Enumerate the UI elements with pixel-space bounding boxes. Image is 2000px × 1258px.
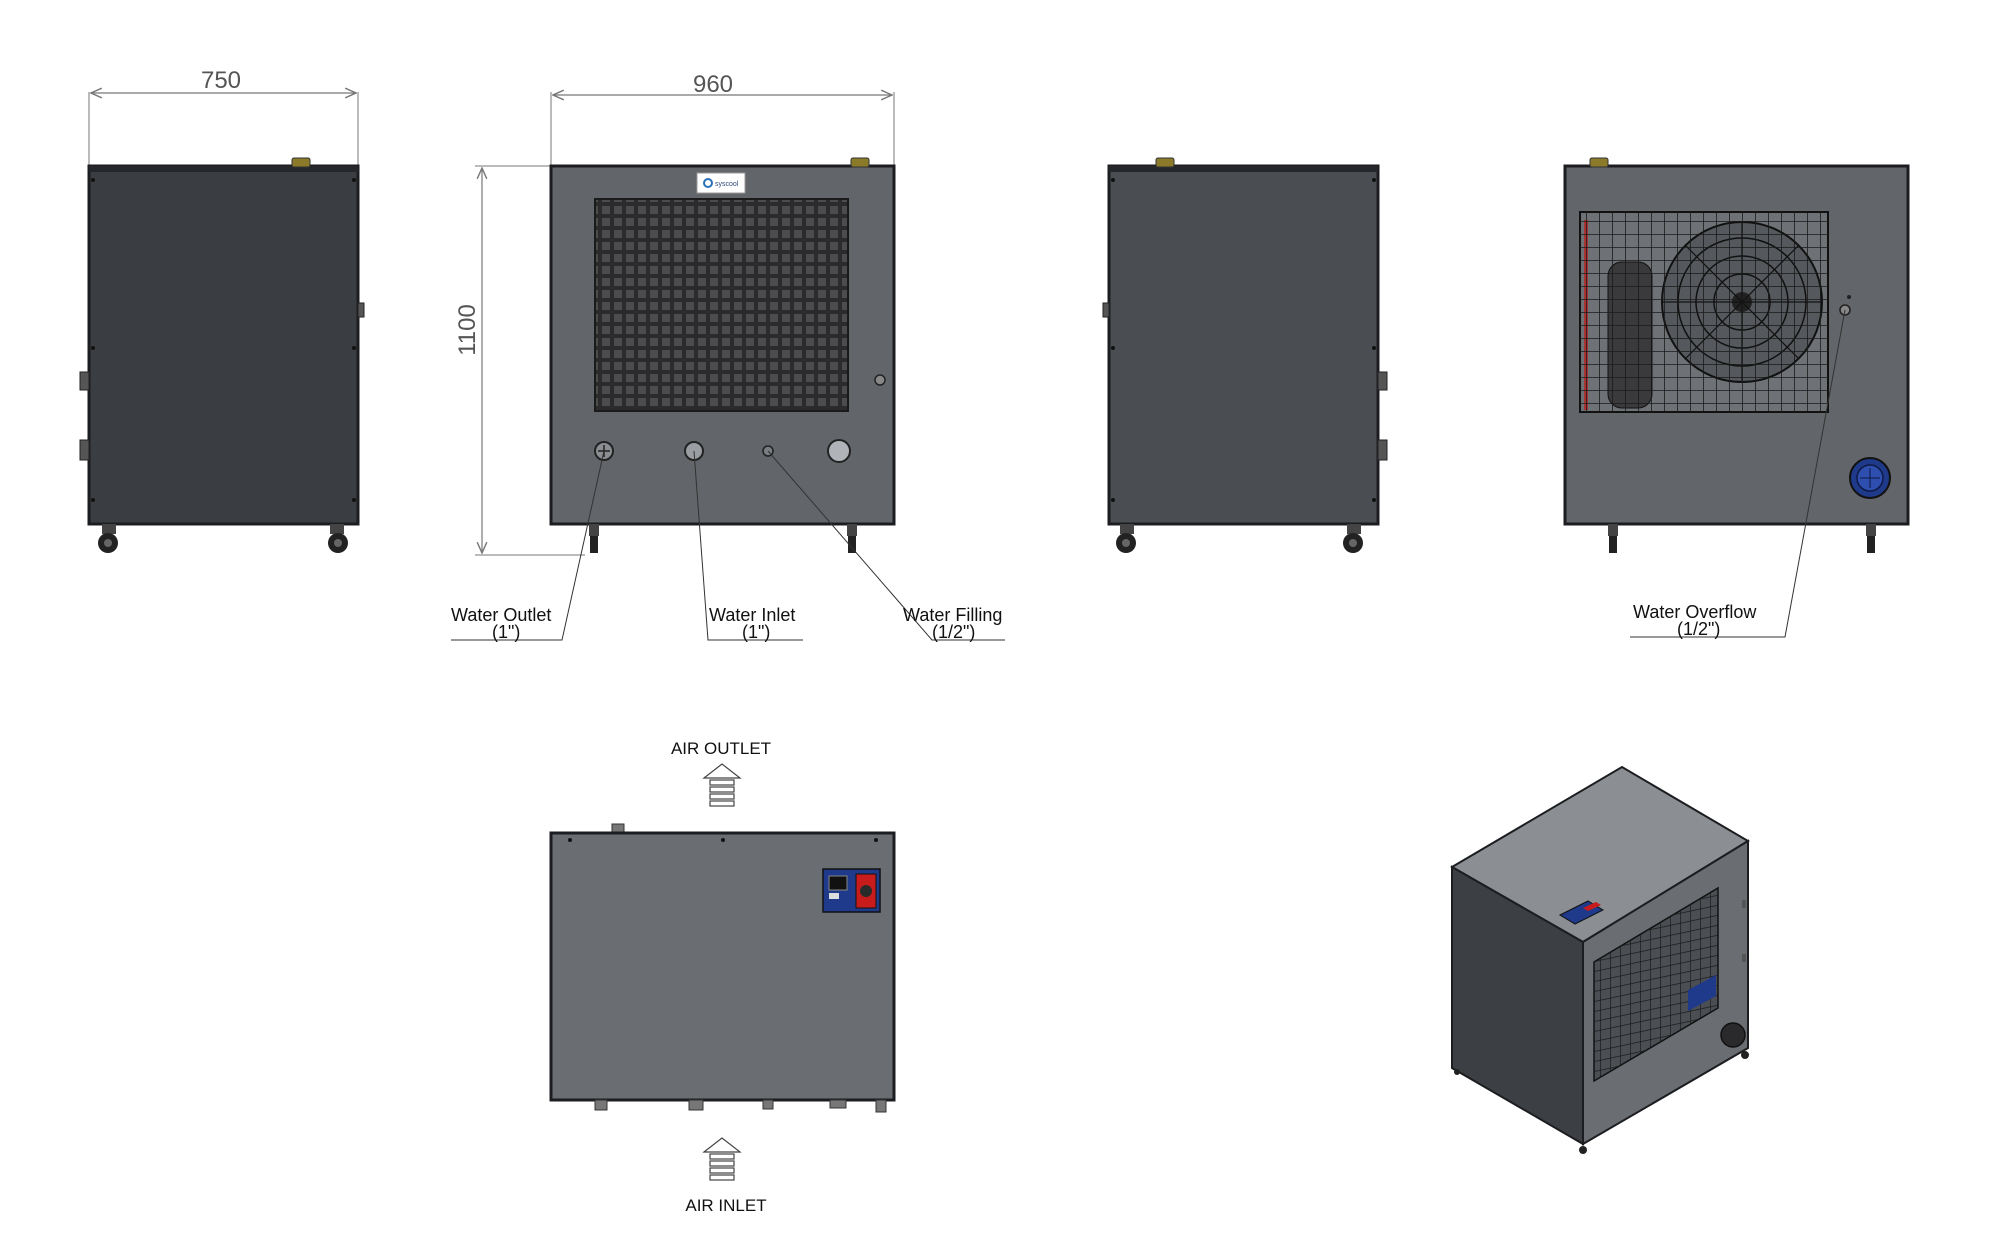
leader-water-overflow	[1630, 309, 1846, 638]
bottom-fitting	[762, 1099, 774, 1110]
dim-height: 1100	[454, 304, 481, 356]
air-inlet-label: AIR INLET	[685, 1196, 766, 1215]
side-view-right	[1102, 157, 1388, 553]
air-outlet-arrow-icon	[702, 763, 742, 807]
side-panel	[1107, 164, 1380, 526]
air-grille	[594, 198, 849, 412]
caster-wheel	[1454, 1069, 1460, 1075]
dim-front-width: 960	[693, 71, 733, 98]
caster-wheel	[1343, 524, 1363, 553]
screw	[1111, 178, 1115, 182]
iso-grid	[1594, 888, 1718, 1081]
callout-water-filling-label: Water Filling	[903, 605, 1002, 625]
iso-power-inlet-icon	[1720, 1022, 1746, 1048]
screw	[1372, 178, 1376, 182]
bottom-fitting	[829, 1099, 847, 1109]
isometric-view	[1450, 765, 1750, 1154]
iso-fitting	[1742, 900, 1746, 908]
caster-wheel	[1116, 524, 1136, 553]
side-fitting	[79, 439, 90, 461]
air-inlet-arrow-icon	[702, 1137, 742, 1181]
side-fitting	[1377, 371, 1388, 391]
side-fitting	[357, 302, 365, 318]
drain-port	[827, 439, 851, 463]
control-panel	[822, 868, 881, 913]
fill-cap	[291, 157, 311, 168]
rear-guard-grid	[1580, 212, 1828, 412]
leader-water-outlet	[451, 450, 605, 641]
brand-logo-icon	[703, 178, 713, 188]
side-fitting	[79, 371, 90, 391]
callout-water-outlet-label: Water Outlet	[451, 605, 551, 625]
callout-water-outlet-size: (1")	[492, 622, 520, 642]
indicator-dot	[1847, 295, 1851, 299]
caster-wheel	[328, 524, 348, 553]
iso-control-switch	[1583, 902, 1601, 911]
screw	[352, 346, 356, 350]
screw	[91, 346, 95, 350]
screw	[352, 498, 356, 502]
fill-cap	[1155, 157, 1175, 168]
caster-wheel	[589, 524, 599, 553]
dim-side-width: 750	[201, 67, 241, 94]
power-inlet-icon	[1849, 457, 1891, 499]
iso-blue-panel	[1688, 975, 1716, 1011]
caster-wheel	[1741, 1051, 1749, 1059]
caster-wheel	[98, 524, 118, 553]
front-view: 960 1100 syscool Water Outlet (1")	[451, 71, 1005, 642]
callout-water-filling-size: (1/2")	[932, 622, 975, 642]
screw	[721, 838, 725, 842]
back-view: Water Overflow (1/2")	[1563, 157, 1910, 639]
screw	[1372, 346, 1376, 350]
bottom-fitting	[875, 1099, 887, 1113]
side-fitting	[1377, 439, 1388, 461]
screw	[1372, 498, 1376, 502]
side-panel	[87, 164, 360, 526]
top-lip	[1109, 166, 1378, 172]
screw	[1111, 498, 1115, 502]
side-view-left: 750	[79, 67, 365, 553]
caster-wheel	[1579, 1146, 1587, 1154]
screw	[91, 178, 95, 182]
callout-water-inlet-label: Water Inlet	[709, 605, 795, 625]
screw	[352, 178, 356, 182]
screw	[568, 838, 572, 842]
brand-badge	[696, 172, 746, 194]
callout-water-overflow-label: Water Overflow	[1633, 602, 1757, 622]
bottom-fitting	[594, 1099, 608, 1111]
fill-cap	[1589, 157, 1609, 168]
screw	[1111, 346, 1115, 350]
iso-fitting	[1742, 954, 1746, 962]
leader-water-filling	[767, 450, 1005, 641]
top-view: AIR OUTLET	[549, 739, 896, 1215]
air-outlet-label: AIR OUTLET	[671, 739, 771, 758]
side-fitting	[1102, 302, 1110, 318]
brand-name: syscool	[715, 181, 739, 188]
caster-wheel	[1608, 524, 1618, 553]
caster-wheel	[847, 524, 857, 553]
callout-water-inlet-size: (1")	[742, 622, 770, 642]
caster-wheel	[1866, 524, 1876, 553]
callout-water-overflow-size: (1/2")	[1677, 619, 1720, 639]
leader-water-inlet	[693, 450, 803, 641]
screw	[874, 838, 878, 842]
screw	[91, 498, 95, 502]
top-lip	[89, 166, 358, 172]
lock-icon	[874, 374, 886, 386]
bottom-fitting	[688, 1099, 704, 1111]
fill-cap	[850, 157, 870, 168]
